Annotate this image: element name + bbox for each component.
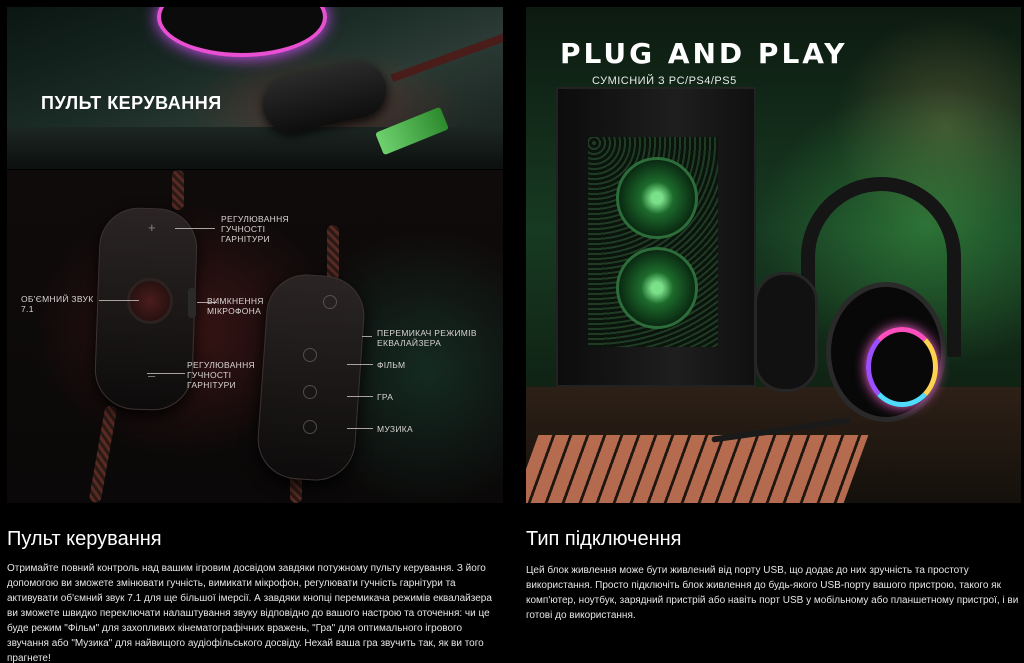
label-music: МУЗИКА [377, 424, 413, 434]
remote-section-body: Отримайте повний контроль над вашим ігро… [7, 563, 492, 663]
leader-line [197, 302, 217, 303]
label-mic-toggle: ВИМКНЕННЯ МІКРОФОНА [207, 296, 264, 316]
music-icon [303, 420, 317, 434]
surround-button-image [127, 278, 173, 324]
connection-section-body: Цей блок живлення може бути живлений від… [526, 565, 1019, 621]
remote-image [257, 56, 392, 138]
leader-line [347, 364, 373, 365]
label-film: ФІЛЬМ [377, 360, 406, 370]
label-game: ГРА [377, 392, 394, 402]
leader-line [175, 228, 215, 229]
gamepad-icon [303, 385, 317, 399]
headset-cup-image [157, 7, 327, 57]
cord-top-left [172, 170, 184, 210]
film-icon [303, 348, 317, 362]
fan-image [616, 247, 698, 329]
remote-photo: ПУЛЬТ КЕРУВАННЯ [7, 7, 503, 169]
cord-bottom-left [88, 404, 118, 503]
label-volume-up: РЕГУЛЮВАННЯ ГУЧНОСТІ ГАРНІТУРИ [221, 214, 289, 244]
plus-icon: + [148, 220, 156, 235]
cable-image [390, 19, 503, 83]
connection-section-heading: Тип підключення [526, 528, 682, 550]
fan-image [616, 157, 698, 239]
leader-line [362, 336, 372, 337]
rgb-ring-image [866, 327, 938, 407]
remote-diagram: + – РЕГУЛЮВАННЯ ГУЧНОСТІ ГАРНІТУРИ ОБ'ЄМ… [7, 170, 503, 503]
label-surround: ОБ'ЄМНИЙ ЗВУК 7.1 [21, 294, 94, 314]
leader-line [347, 396, 373, 397]
remote-photo-label: ПУЛЬТ КЕРУВАННЯ [41, 93, 222, 113]
mode-led-icon [323, 295, 337, 309]
leader-line [147, 373, 185, 374]
cord-top-right [327, 225, 339, 280]
mic-switch-image [188, 288, 196, 318]
remote-section-heading: Пульт керування [7, 528, 162, 550]
label-eq-switch: ПЕРЕМИКАЧ РЕЖИМІВ ЕКВАЛАЙЗЕРА [377, 328, 477, 348]
leader-line [99, 300, 139, 301]
minus-icon: – [148, 368, 156, 383]
plug-and-play-title: PLUG AND PLAY [560, 37, 848, 70]
keyboard-image [526, 435, 869, 503]
label-volume-down: РЕГУЛЮВАННЯ ГУЧНОСТІ ГАРНІТУРИ [187, 360, 255, 390]
leader-line [347, 428, 373, 429]
ear-cup-left-image [754, 272, 818, 392]
plug-and-play-photo: PLUG AND PLAY СУМІСНИЙ З PC/PS4/PS5 [526, 7, 1021, 503]
compatibility-subtitle: СУМІСНИЙ З PC/PS4/PS5 [592, 75, 737, 87]
